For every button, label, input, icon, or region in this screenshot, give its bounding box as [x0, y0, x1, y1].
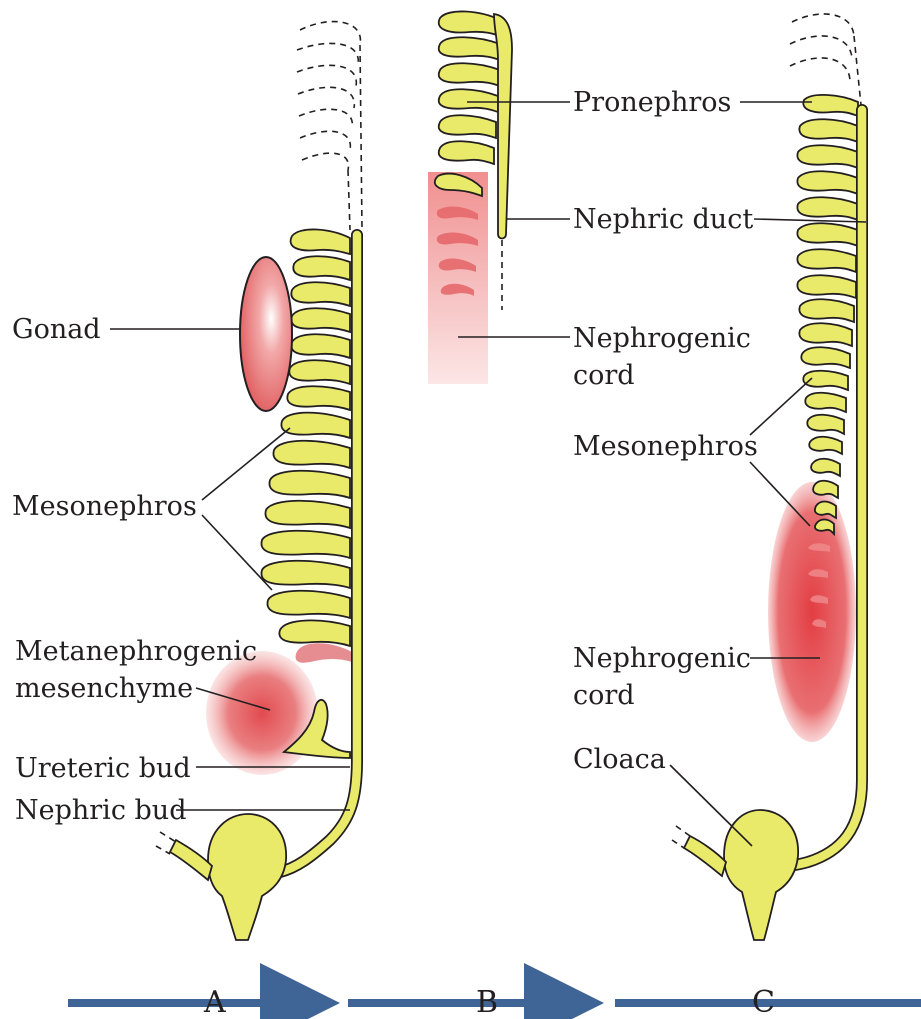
panel-c-drawing: [672, 14, 862, 940]
label-pronephros: Pronephros: [573, 87, 731, 118]
panel-a-drawing: [156, 22, 362, 940]
panel-a-dashed-pronephros: [297, 22, 362, 230]
label-mesonephros-a: Mesonephros: [12, 491, 197, 522]
panel-label-b: B: [476, 985, 498, 1019]
panel-label-a: A: [203, 985, 226, 1019]
label-nephric-duct: Nephric duct: [573, 204, 753, 235]
panel-label-c: C: [752, 985, 775, 1019]
label-nephrogenic-cord-b-1: Nephrogenic: [573, 323, 751, 354]
label-nephrogenic-cord-c-1: Nephrogenic: [573, 643, 751, 674]
panel-a-cloaca: [208, 814, 286, 940]
panel-a-metanephrogenic-mesenchyme: [206, 651, 318, 775]
panel-b-nephrogenic-cord: [428, 172, 488, 384]
panel-a-gonad: [240, 257, 292, 411]
label-cloaca: Cloaca: [573, 744, 666, 775]
label-ureteric-bud: Ureteric bud: [15, 753, 191, 784]
label-mesonephros-c: Mesonephros: [573, 431, 758, 462]
label-metanephrogenic-1: Metanephrogenic: [15, 636, 257, 667]
label-nephrogenic-cord-b-2: cord: [573, 360, 635, 391]
panel-c-nephrogenic-cord: [768, 482, 856, 742]
panel-b-drawing: [428, 11, 512, 384]
label-metanephrogenic-2: mesenchyme: [15, 673, 193, 704]
label-nephrogenic-cord-c-2: cord: [573, 680, 635, 711]
label-nephric-bud: Nephric bud: [15, 795, 186, 826]
panel-b-pronephric-tubules: [439, 11, 500, 164]
panel-c-mesonephric-tubules: [797, 95, 858, 534]
label-gonad: Gonad: [12, 314, 101, 345]
panel-a-forming-tubule: [296, 643, 352, 662]
